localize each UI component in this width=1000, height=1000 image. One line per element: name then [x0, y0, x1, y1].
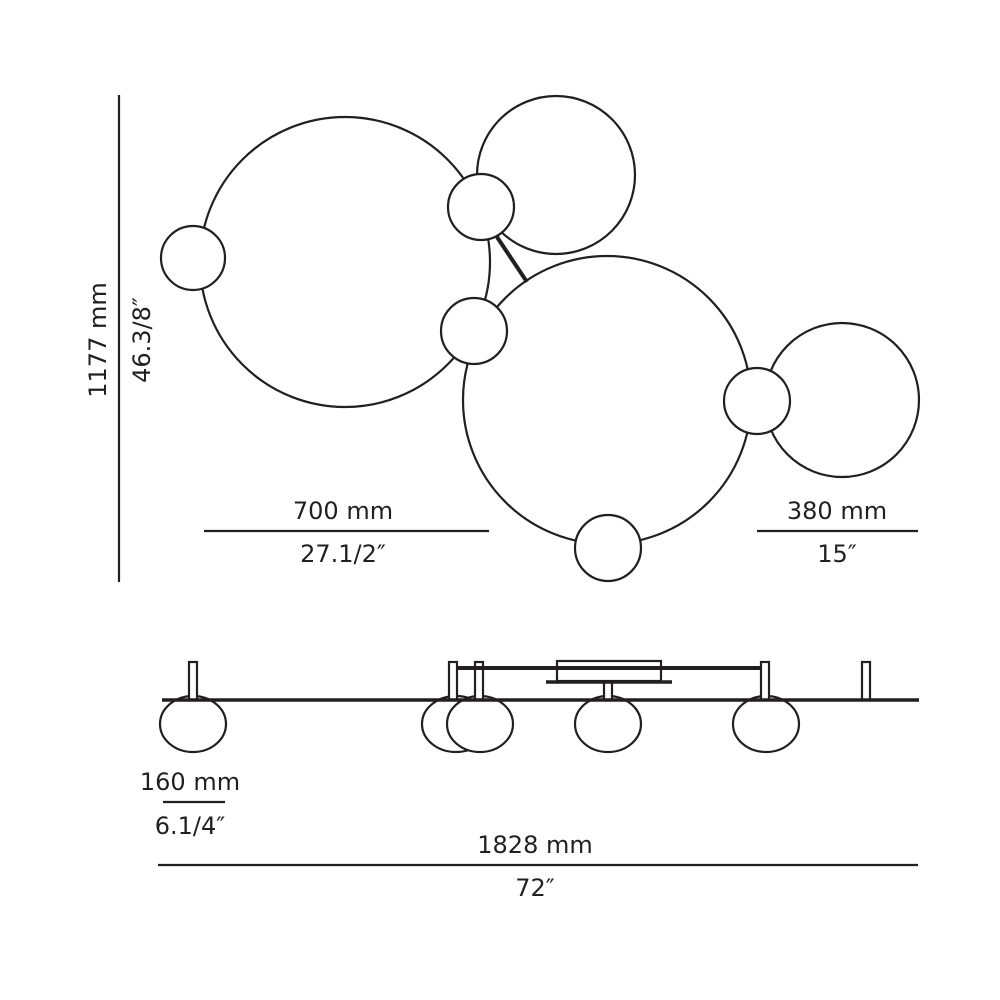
globe-in-label: 6.1/4″	[155, 812, 226, 840]
side-globe	[158, 694, 228, 754]
side-post	[187, 660, 199, 702]
canopy-box	[555, 659, 663, 683]
side-globe	[731, 694, 801, 754]
small-ring-mm-label: 380 mm	[787, 497, 887, 525]
large-ring-center	[461, 254, 753, 546]
large-ring-mm-label: 700 mm	[293, 497, 393, 525]
small-ring-in-label: 15″	[817, 540, 857, 568]
globe	[159, 224, 227, 292]
globe	[446, 172, 516, 242]
side-globe	[445, 694, 515, 754]
large-ring-left	[198, 115, 492, 409]
height-in-label: 46.3/8″	[128, 297, 156, 383]
side-post	[860, 660, 872, 702]
side-post	[447, 660, 459, 702]
side-globe	[573, 694, 643, 754]
side-post	[759, 660, 771, 702]
globe	[573, 513, 643, 583]
height-mm-label: 1177 mm	[84, 282, 112, 397]
connector-strut	[495, 235, 529, 284]
total-width-mm-label: 1828 mm	[477, 831, 592, 859]
canopy-stem	[602, 680, 614, 702]
large-ring-in-label: 27.1/2″	[300, 540, 386, 568]
globe-mm-label: 160 mm	[140, 768, 240, 796]
globe	[439, 296, 509, 366]
total-width-in-label: 72″	[515, 874, 555, 902]
globe	[722, 366, 792, 436]
